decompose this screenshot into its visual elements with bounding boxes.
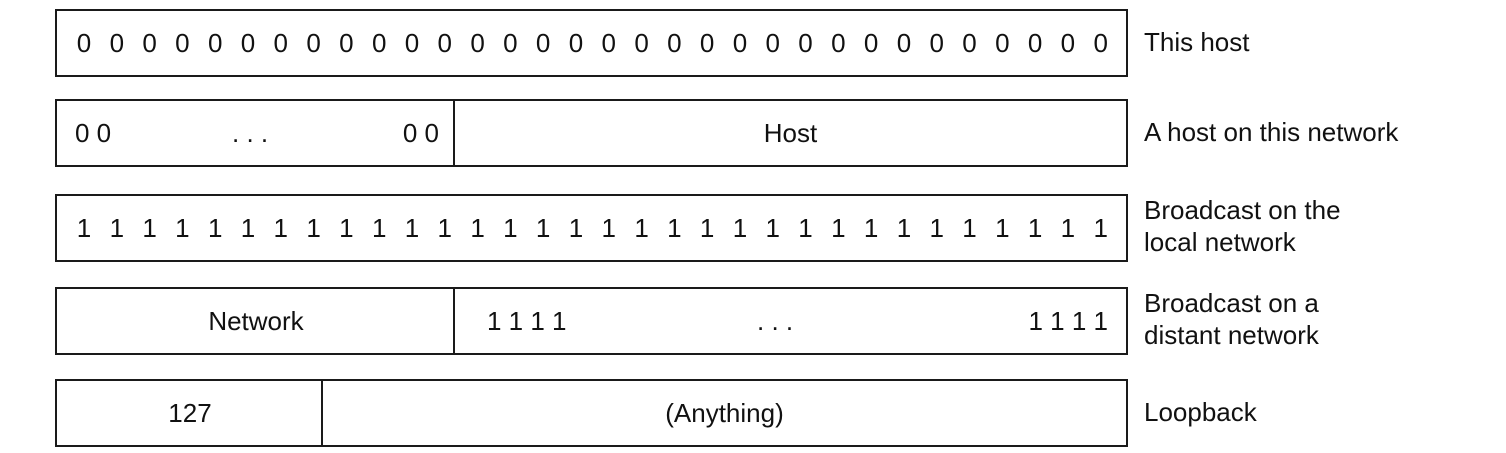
bit: 1 [535, 212, 551, 243]
bit: 0 [699, 27, 715, 58]
description-line: Broadcast on a [1144, 288, 1319, 318]
bit: 0 [863, 27, 879, 58]
bit: 1 [634, 212, 649, 243]
bit: 0 [142, 27, 157, 58]
bit: 0 [929, 27, 944, 58]
bit: 1 [240, 212, 256, 243]
bit: 1 [863, 212, 879, 243]
bit: 0 [109, 27, 125, 58]
row-description-this-host: This host [1144, 26, 1250, 58]
bit: 1 [175, 212, 190, 243]
bit: 0 [306, 27, 321, 58]
bit: 0 [535, 27, 551, 58]
row-description-loopback: Loopback [1144, 396, 1257, 428]
bit: 0 [601, 27, 616, 58]
zero-bits-end: 0 0 [402, 117, 439, 148]
bit: 1 [207, 212, 223, 243]
description-line: distant network [1144, 320, 1319, 350]
bit: 1 [831, 212, 846, 243]
ellipsis: . . . [757, 305, 794, 336]
bit: 0 [568, 27, 584, 58]
loopback-network-field: 127 [57, 381, 323, 445]
bit: 1 [437, 212, 452, 243]
description-line: Broadcast on the [1144, 195, 1341, 225]
bit: 1 [798, 212, 813, 243]
zero-bits-start: 0 0 [75, 117, 112, 148]
bit: 0 [339, 27, 354, 58]
bit: 0 [1093, 27, 1108, 58]
bit: 1 [1060, 212, 1076, 243]
description-line: A host on this network [1144, 117, 1399, 147]
address-row-loopback: 127 (Anything) [55, 379, 1128, 447]
bit: 1 [1093, 212, 1108, 243]
zero-network-field: 0 0 . . . 0 0 [57, 101, 455, 165]
bit: 0 [240, 27, 256, 58]
bit: 0 [962, 27, 977, 58]
ones-host-field: 1 1 1 1 . . . 1 1 1 1 [453, 289, 1126, 353]
bit: 1 [1027, 212, 1043, 243]
bit: 0 [831, 27, 846, 58]
bit: 1 [76, 212, 92, 243]
network-field: Network [57, 289, 455, 353]
bit: 1 [503, 212, 518, 243]
bit: 0 [765, 27, 780, 58]
bit: 1 [273, 212, 289, 243]
bit: 0 [273, 27, 289, 58]
bit: 1 [470, 212, 485, 243]
bit: 0 [995, 27, 1010, 58]
bit: 1 [732, 212, 748, 243]
anything-field: (Anything) [321, 381, 1126, 445]
bit: 1 [142, 212, 157, 243]
row-description-local-broadcast: Broadcast on the local network [1144, 194, 1341, 258]
bit: 0 [1027, 27, 1043, 58]
ones-bits-end: 1 1 1 1 [1028, 305, 1108, 336]
row-description-distant-broadcast: Broadcast on a distant network [1144, 287, 1319, 351]
bit: 1 [962, 212, 977, 243]
bit: 1 [306, 212, 321, 243]
host-field: Host [453, 101, 1126, 165]
bit: 1 [109, 212, 125, 243]
bit: 0 [437, 27, 452, 58]
bit: 1 [929, 212, 944, 243]
bit: 1 [896, 212, 912, 243]
bit: 1 [339, 212, 354, 243]
bit: 1 [667, 212, 682, 243]
bit: 0 [470, 27, 485, 58]
description-line: local network [1144, 227, 1296, 257]
bit: 1 [995, 212, 1010, 243]
bit: 0 [732, 27, 748, 58]
address-row-distant-broadcast: Network 1 1 1 1 . . . 1 1 1 1 [55, 287, 1128, 355]
bit: 1 [765, 212, 780, 243]
bit: 0 [896, 27, 912, 58]
ones-bits-start: 1 1 1 1 [487, 305, 567, 336]
bit: 0 [371, 27, 387, 58]
row-description-host-on-this-network: A host on this network [1144, 116, 1398, 148]
bit: 0 [76, 27, 92, 58]
bit: 0 [207, 27, 223, 58]
ellipsis: . . . [232, 117, 269, 148]
bit: 1 [404, 212, 420, 243]
bit: 0 [798, 27, 813, 58]
bit: 0 [1060, 27, 1076, 58]
description-line: Loopback [1144, 397, 1257, 427]
bit: 0 [634, 27, 649, 58]
bit: 1 [371, 212, 387, 243]
bit: 0 [404, 27, 420, 58]
bit: 1 [601, 212, 616, 243]
loopback-network-label: 127 [168, 397, 212, 428]
anything-field-label: (Anything) [665, 397, 784, 428]
host-field-label: Host [763, 117, 818, 148]
description-line: This host [1144, 27, 1250, 57]
bit: 1 [699, 212, 715, 243]
address-row-host-on-this-network: 0 0 . . . 0 0 Host [55, 99, 1128, 167]
network-field-label: Network [208, 305, 304, 336]
bit: 1 [568, 212, 584, 243]
bit: 0 [503, 27, 518, 58]
bit: 0 [667, 27, 682, 58]
bit: 0 [175, 27, 190, 58]
